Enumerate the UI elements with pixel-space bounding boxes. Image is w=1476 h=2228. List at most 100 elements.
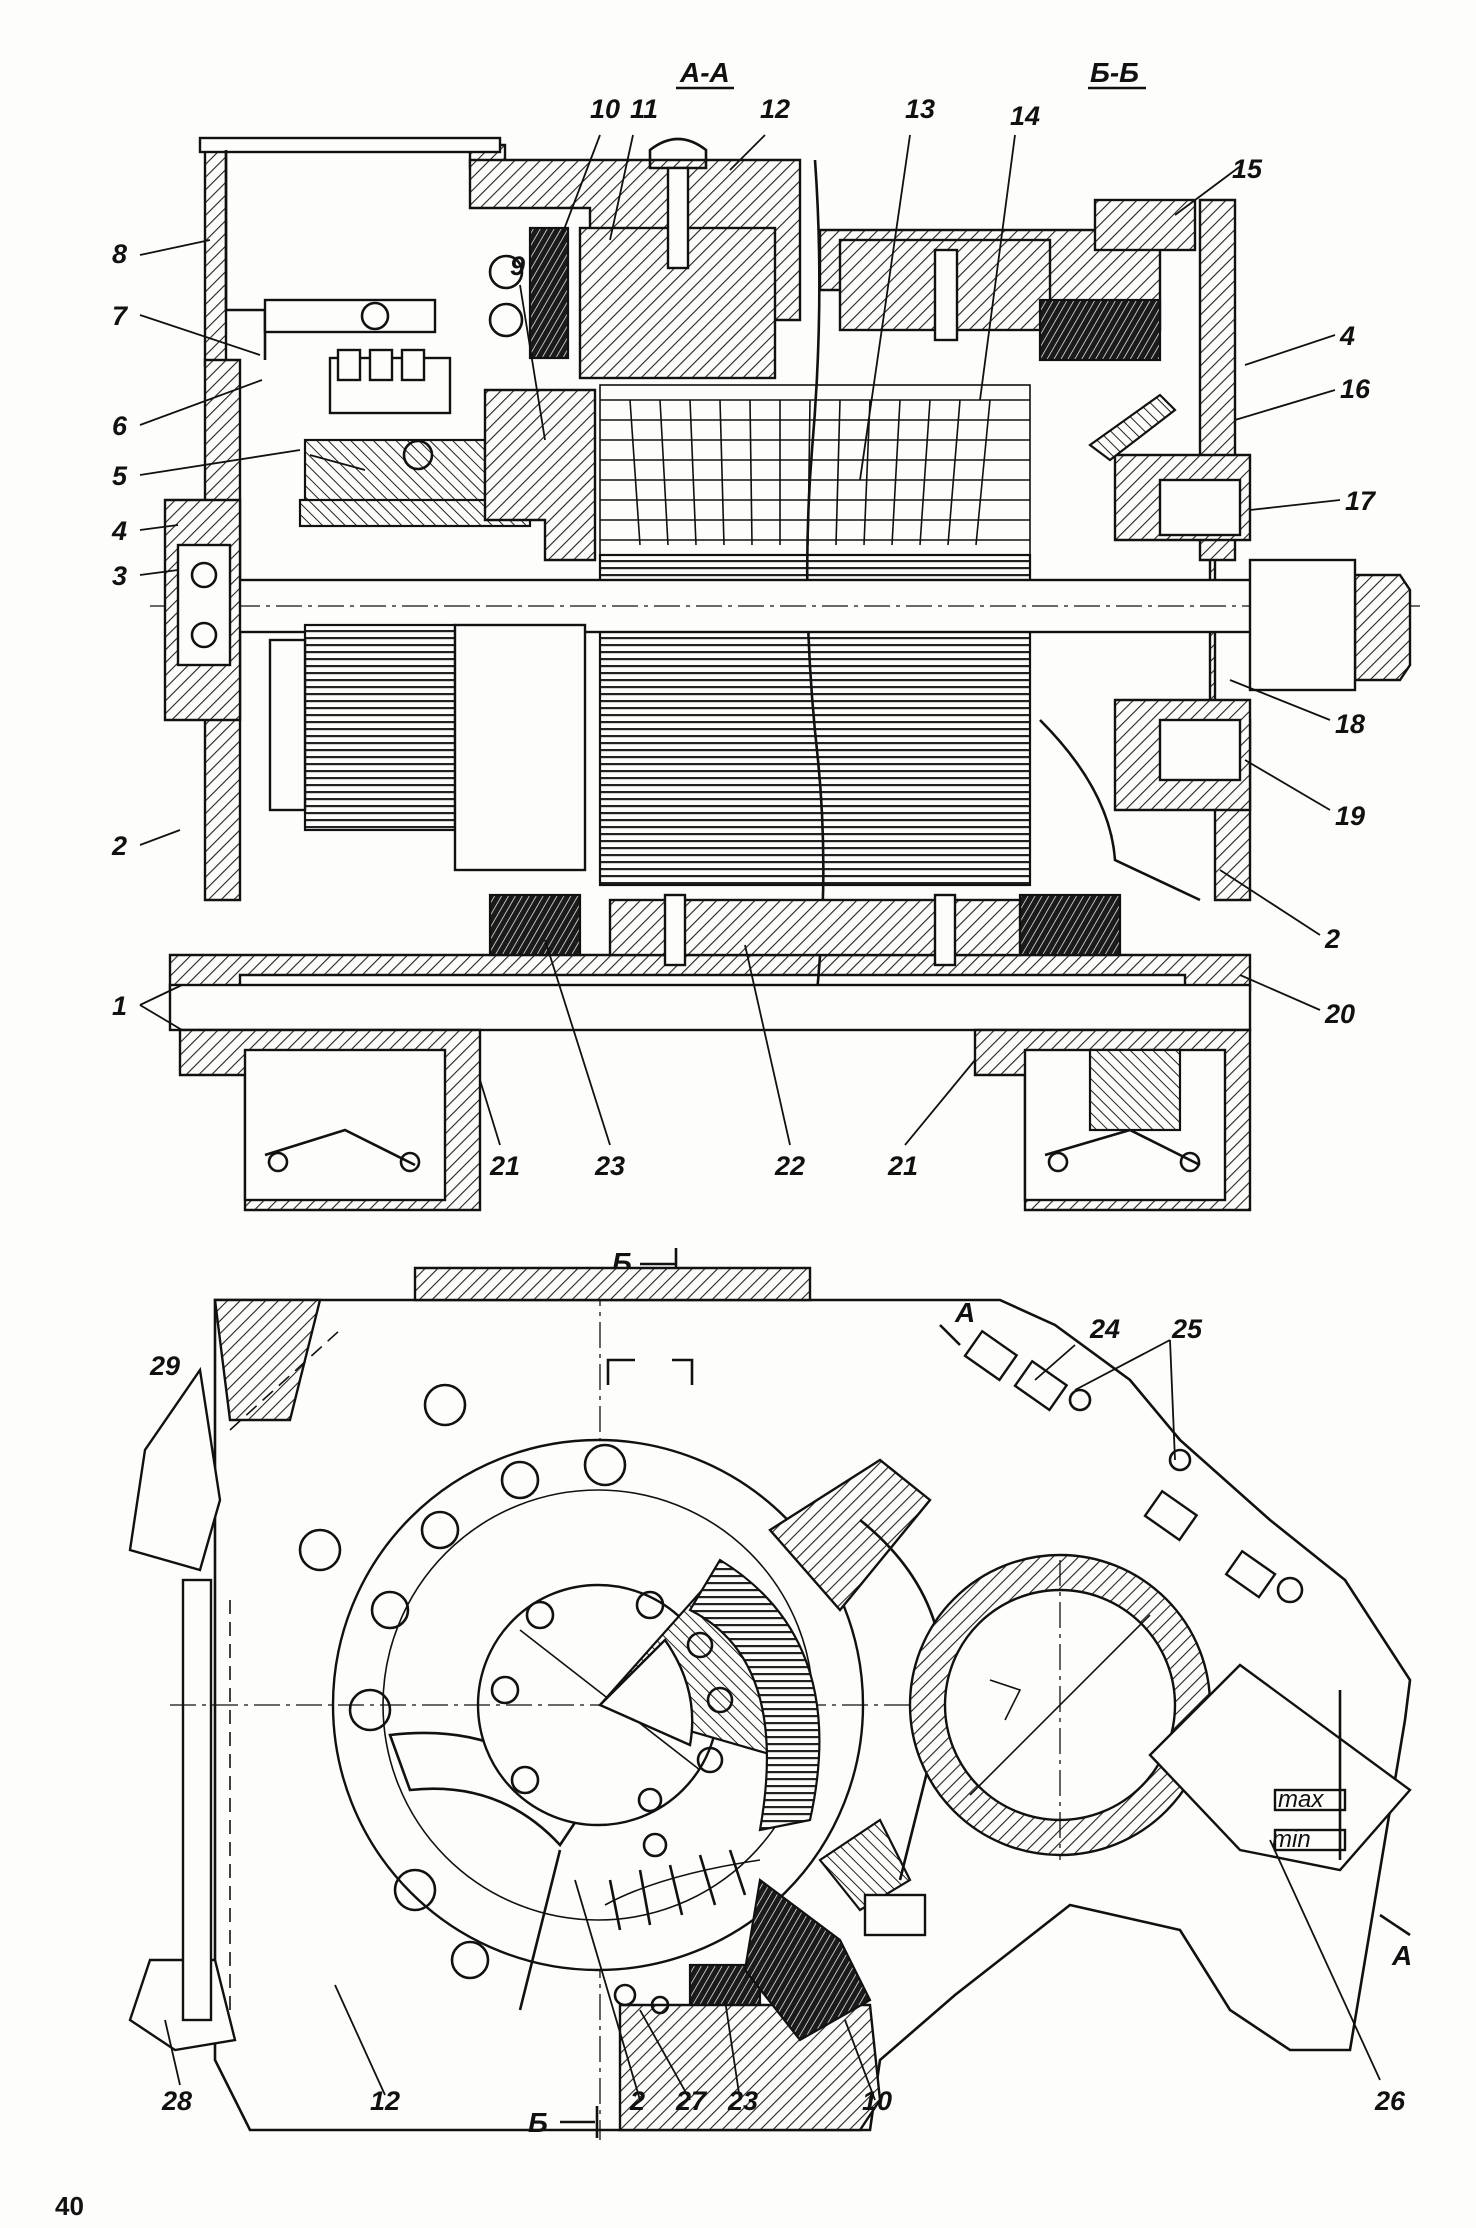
pin-bolt xyxy=(360,301,390,331)
scale-max: max xyxy=(1278,1786,1324,1813)
spring-pin-right-b xyxy=(1179,1151,1201,1173)
inlet-cover-plate xyxy=(198,136,502,154)
label-17: 17 xyxy=(1345,486,1377,516)
cross-section: Б xyxy=(128,1247,1412,2140)
longitudinal-section: А-А Б-Б xyxy=(111,57,1420,1212)
label-13: 13 xyxy=(905,94,935,124)
label-10-bottom: 10 xyxy=(862,2086,892,2116)
terminal-box xyxy=(863,1893,927,1937)
scale-min: min xyxy=(1272,1826,1311,1853)
brush-springs xyxy=(604,1849,761,1931)
spring-pin-right-a xyxy=(1047,1151,1069,1173)
air-inlet-duct xyxy=(224,150,267,360)
scale-max-box xyxy=(1273,1788,1347,1812)
bearing-left-roller-a xyxy=(190,561,218,589)
brush-rod xyxy=(518,1849,562,2011)
cut-a-top: А xyxy=(954,1297,975,1328)
oil-guard xyxy=(1088,393,1177,462)
label-28: 28 xyxy=(161,2086,192,2116)
label-29: 29 xyxy=(149,1351,180,1381)
label-20: 20 xyxy=(1324,999,1355,1029)
bearing-right-lower xyxy=(1158,718,1242,782)
leader-lines-bottom xyxy=(164,1339,1381,2101)
label-10: 10 xyxy=(590,94,620,124)
end-shield-profile xyxy=(1039,719,1201,902)
label-23-bottom: 23 xyxy=(727,2086,758,2116)
aux-pole-bolt xyxy=(933,248,959,342)
frame-outline xyxy=(213,1298,1412,2132)
armature-teeth xyxy=(688,1558,821,1832)
brush-1 xyxy=(336,348,362,382)
label-27: 27 xyxy=(675,2086,708,2116)
label-8: 8 xyxy=(112,239,127,269)
page-number: 40 xyxy=(55,2191,84,2221)
cut-a-bottom-arrow xyxy=(1379,1913,1411,1937)
aux-pole-top xyxy=(768,1458,932,1612)
spring-pin-left-a xyxy=(267,1151,289,1173)
label-14: 14 xyxy=(1010,101,1040,131)
label-2-left: 2 xyxy=(111,831,127,861)
label-2-bottom: 2 xyxy=(629,2086,645,2116)
label-21-right: 21 xyxy=(887,1151,918,1181)
bearing-cap-bolts xyxy=(490,1590,665,1795)
label-26: 26 xyxy=(1374,2086,1406,2116)
bearing-left-roller-b xyxy=(190,621,218,649)
label-23: 23 xyxy=(594,1151,625,1181)
brush-pin-b xyxy=(650,1995,670,2015)
label-2-right: 2 xyxy=(1324,924,1340,954)
label-9: 9 xyxy=(510,251,525,281)
brush-2 xyxy=(368,348,394,382)
leader-lines-top xyxy=(139,134,1341,1146)
commutator-cone xyxy=(483,388,597,562)
label-16: 16 xyxy=(1340,374,1371,404)
sector-bolts xyxy=(637,1631,734,1858)
label-15: 15 xyxy=(1232,154,1263,184)
suspension-lug-top xyxy=(128,1366,222,1572)
main-pole-coil-left xyxy=(528,226,570,360)
label-21-left: 21 xyxy=(489,1151,520,1181)
pole-bolt-head xyxy=(648,137,708,170)
bearing-left xyxy=(176,543,232,667)
cut-a-bottom: А xyxy=(1391,1940,1412,1971)
brush-holder-bolt xyxy=(402,439,434,471)
brush-3 xyxy=(400,348,426,382)
commutator-sleeve xyxy=(453,623,587,872)
label-25: 25 xyxy=(1171,1314,1203,1344)
axle-bore xyxy=(168,983,1252,1032)
spring-pin-left-b xyxy=(399,1151,421,1173)
frame-hole-1 xyxy=(423,1383,467,1427)
axle-box-left xyxy=(243,1048,447,1202)
label-5: 5 xyxy=(112,461,128,491)
label-12: 12 xyxy=(760,94,790,124)
axle-mark xyxy=(989,1679,1022,1721)
end-shield-bolts xyxy=(348,1443,627,1980)
bearing-right-upper xyxy=(1158,478,1242,537)
scale-min-box xyxy=(1273,1828,1347,1852)
lower-pole-coil xyxy=(743,1878,872,2042)
oil-box xyxy=(1148,1663,1412,1872)
commutator-nut xyxy=(268,638,307,812)
commutator xyxy=(303,623,457,832)
side-plate xyxy=(181,1578,213,2022)
label-12-bottom: 12 xyxy=(370,2086,400,2116)
nose-top xyxy=(213,1298,322,1422)
label-19: 19 xyxy=(1335,801,1365,831)
label-22: 22 xyxy=(774,1151,805,1181)
main-pole-coil-bottom-left xyxy=(488,893,582,957)
label-1: 1 xyxy=(112,991,127,1021)
label-4-left: 4 xyxy=(111,516,127,546)
spring-left xyxy=(264,1128,416,1167)
cut-b-bottom: Б xyxy=(528,2107,548,2138)
brush-holder-pin xyxy=(263,298,437,334)
frame-hole-2 xyxy=(298,1528,342,1572)
cap-bolts xyxy=(963,1329,1304,1604)
coil-lead-upper xyxy=(488,254,524,290)
label-7: 7 xyxy=(112,301,129,331)
label-11: 11 xyxy=(630,94,658,124)
cut-a-top-arrow xyxy=(939,1324,961,1346)
label-6: 6 xyxy=(112,411,128,441)
label-18: 18 xyxy=(1335,709,1365,739)
auxiliary-pole-coil xyxy=(1038,298,1162,362)
